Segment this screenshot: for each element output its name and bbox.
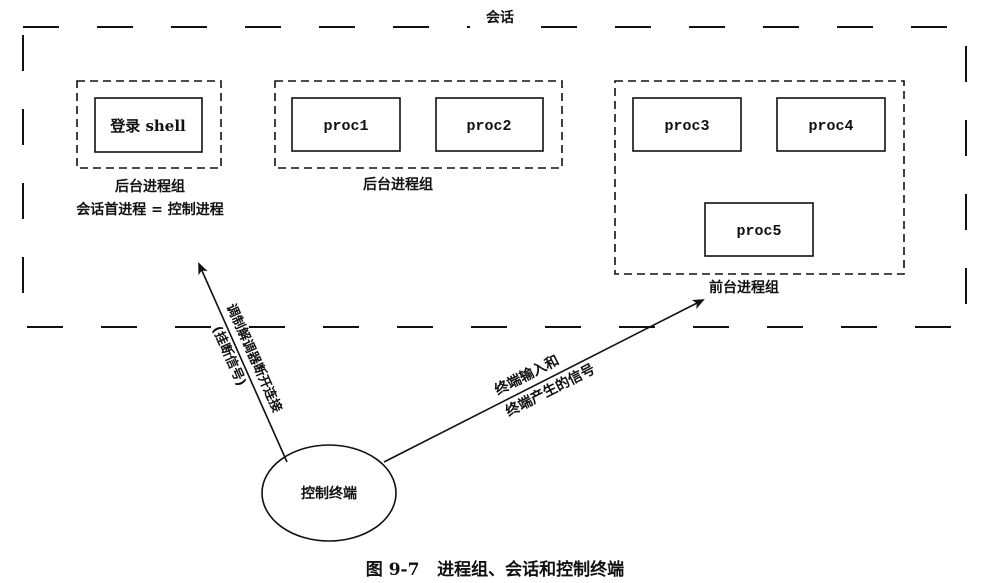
controlling-terminal-ellipse <box>261 444 397 542</box>
session-label-bg <box>470 8 530 34</box>
proc2-box <box>435 97 544 152</box>
proc3-box <box>632 97 742 152</box>
proc1-label: proc1 <box>323 118 368 135</box>
login-shell-box <box>94 97 203 153</box>
session-leader-label: 会话首进程 = 控制进程 <box>76 201 223 218</box>
proc1-box <box>291 97 401 152</box>
background-group-2-box <box>274 80 563 169</box>
proc5-box <box>704 202 814 257</box>
hangup-arrow <box>198 262 288 463</box>
terminal-input-arrow <box>383 299 705 463</box>
proc5-label: proc5 <box>736 223 781 240</box>
foreground-group-label: 前台进程组 <box>709 279 779 296</box>
background-group-2-label: 后台进程组 <box>363 176 433 193</box>
proc3-label: proc3 <box>664 118 709 135</box>
controlling-terminal-label: 控制终端 <box>301 485 357 502</box>
proc2-label: proc2 <box>466 118 511 135</box>
proc4-label: proc4 <box>808 118 853 135</box>
proc4-box <box>776 97 886 152</box>
hangup-arrow-labels: 调制解调器断开连接 (挂断信号) <box>209 301 285 414</box>
session-label: 会话 <box>486 9 514 26</box>
figure-caption: 图 9-7 进程组、会话和控制终端 <box>366 559 624 580</box>
login-shell-label: 登录 shell <box>109 117 186 135</box>
background-group-1-box <box>76 80 222 169</box>
session-box <box>22 26 967 328</box>
background-group-1-label: 后台进程组 <box>115 178 185 195</box>
foreground-group-box <box>614 80 905 275</box>
